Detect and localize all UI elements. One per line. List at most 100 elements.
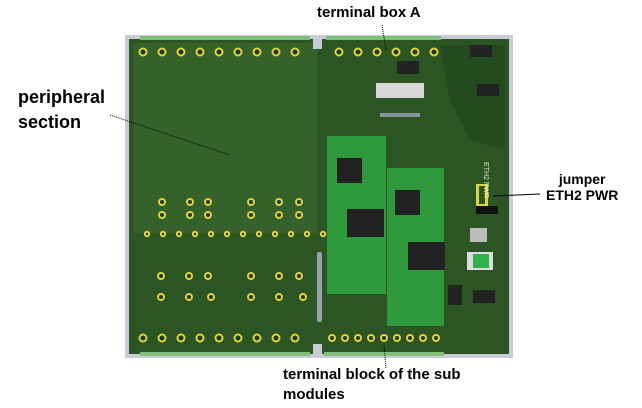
label-line: section [18, 112, 82, 132]
pad [186, 211, 194, 219]
power-area [440, 45, 505, 150]
board-notch [313, 35, 322, 49]
pad [157, 333, 167, 343]
pad [158, 211, 166, 219]
pad [138, 333, 148, 343]
pad [186, 198, 194, 206]
pad [295, 198, 303, 206]
silkscreen-eth2-pwr: ETH2 PWR [482, 162, 489, 198]
pad [391, 47, 401, 57]
terminal-strip-top-left [140, 36, 310, 40]
pad [380, 334, 388, 342]
pad [175, 230, 183, 238]
slot [317, 252, 322, 322]
pad [207, 293, 215, 301]
pad [341, 334, 349, 342]
pad [353, 47, 363, 57]
pad [207, 230, 215, 238]
inductor-core [473, 254, 489, 268]
pad [176, 47, 186, 57]
terminal-strip-bottom-left [140, 352, 310, 356]
pad [143, 230, 151, 238]
pad [275, 272, 283, 280]
pad [247, 293, 255, 301]
jumper-eth2-pwr [476, 184, 498, 214]
submodule-1 [327, 136, 386, 294]
label-jumper-eth2-pwr: jumper ETH2 PWR [546, 171, 618, 203]
label-line: modules [283, 386, 345, 403]
terminal-box-component [397, 61, 419, 74]
label-line: terminal block of the sub [283, 366, 461, 383]
pad [195, 333, 205, 343]
pad [204, 211, 212, 219]
pad [239, 230, 247, 238]
pad [252, 333, 262, 343]
pad [354, 334, 362, 342]
pad [275, 211, 283, 219]
board-notch [313, 344, 322, 358]
diode [473, 290, 495, 303]
terminal-strip-top-right [326, 36, 441, 40]
pad [158, 198, 166, 206]
pad [191, 230, 199, 238]
pad [271, 230, 279, 238]
pad [432, 334, 440, 342]
submodule-2 [387, 168, 445, 326]
pad [328, 334, 336, 342]
pad [319, 230, 327, 238]
pad [157, 47, 167, 57]
diode [477, 84, 499, 96]
pad [275, 198, 283, 206]
label-peripheral-section: peripheral section [18, 85, 105, 135]
pad [393, 334, 401, 342]
pad [247, 211, 255, 219]
pad [252, 47, 262, 57]
pad [204, 272, 212, 280]
pad [247, 198, 255, 206]
label-terminal-block-submodules: terminal block of the sub modules [283, 365, 461, 405]
pad [287, 230, 295, 238]
pad [271, 47, 281, 57]
pad [204, 198, 212, 206]
diode [448, 285, 462, 305]
pad [419, 334, 427, 342]
pad [295, 272, 303, 280]
pad [295, 211, 303, 219]
pad [410, 47, 420, 57]
pad [255, 230, 263, 238]
terminal-pads [138, 47, 440, 343]
pad [233, 47, 243, 57]
pad [290, 333, 300, 343]
pad [271, 333, 281, 343]
diode [470, 45, 492, 57]
pad [275, 293, 283, 301]
pad [429, 47, 439, 57]
pad [176, 333, 186, 343]
pad [247, 272, 255, 280]
ribbon-connector [376, 83, 424, 98]
terminal-strip-bottom-right [324, 352, 444, 356]
pad [195, 47, 205, 57]
slot [380, 113, 420, 117]
pad [185, 293, 193, 301]
pad [138, 47, 148, 57]
label-line: peripheral [18, 87, 106, 107]
pad [157, 272, 165, 280]
pad [233, 333, 243, 343]
pad [372, 47, 382, 57]
pad [406, 334, 414, 342]
pad [299, 293, 307, 301]
pad [157, 293, 165, 301]
pad [367, 334, 375, 342]
pad [223, 230, 231, 238]
pad [334, 47, 344, 57]
pad [303, 230, 311, 238]
capacitor [470, 228, 487, 242]
leader-line-terminal-box [381, 24, 387, 51]
leader-line-jumper [492, 193, 541, 197]
label-terminal-box-a: terminal box A [317, 4, 421, 21]
pad [290, 47, 300, 57]
pad [185, 272, 193, 280]
label-line: jumper [558, 171, 606, 187]
